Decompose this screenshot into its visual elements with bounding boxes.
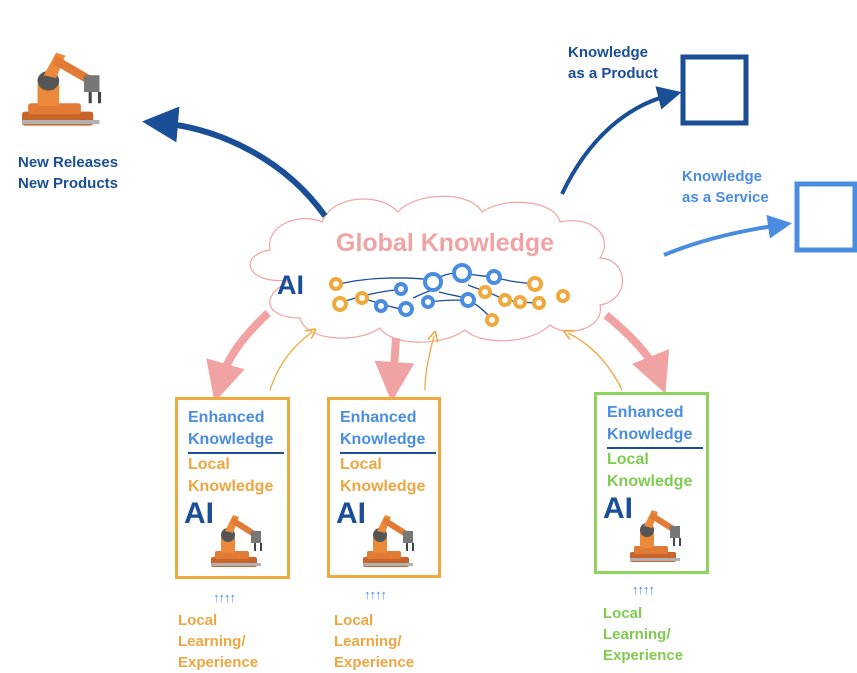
node-2-ai-label: AI	[336, 497, 366, 530]
product-label: Knowledge as a Product	[568, 42, 658, 84]
node-1-enhanced-line-1: Enhanced	[188, 409, 265, 426]
product-line-1: Knowledge	[568, 44, 649, 61]
node-1-caption: Local Learning/ Experience	[178, 610, 258, 673]
releases-line-1: New Releases	[18, 154, 119, 171]
arrow-to-releases	[142, 106, 328, 218]
node-1-ai-label: AI	[184, 497, 214, 530]
node-2-caption: Local Learning/ Experience	[334, 610, 414, 673]
node-3-local-line-2: Knowledge	[607, 473, 693, 490]
node-2-caption-line-1: Local	[334, 612, 374, 629]
service-label: Knowledge as a Service	[682, 166, 769, 208]
node-1-input-arrows: ↑↑↑↑	[213, 590, 236, 605]
product-line-2: as a Product	[568, 65, 659, 82]
arrow-to-product	[560, 86, 682, 195]
cloud-title: Global Knowledge	[336, 229, 555, 257]
node-1-enhanced: Enhanced Knowledge	[188, 407, 273, 451]
node-2-local-line-2: Knowledge	[340, 478, 426, 495]
service-square-icon	[794, 181, 857, 253]
arrow-up-node-1	[269, 332, 312, 391]
service-line-1: Knowledge	[682, 168, 763, 185]
node-box-3: Enhanced Knowledge Local Knowledge AI	[594, 392, 709, 574]
releases-line-2: New Products	[18, 175, 119, 192]
node-2-local-line-1: Local	[340, 456, 382, 473]
node-3-divider	[607, 447, 703, 449]
releases-label: New Releases New Products	[18, 152, 118, 194]
node-1-enhanced-line-2: Knowledge	[188, 431, 274, 448]
node-1-local: Local Knowledge	[188, 454, 273, 498]
node-3-enhanced-line-2: Knowledge	[607, 426, 693, 443]
node-1-caption-line-2: Learning/	[178, 633, 246, 650]
node-1-robot-arm-icon	[210, 514, 262, 568]
service-line-2: as a Service	[682, 189, 769, 206]
node-3-ai-label: AI	[603, 492, 633, 525]
node-2-caption-line-2: Learning/	[334, 633, 402, 650]
global-knowledge-cloud	[249, 195, 623, 343]
node-1-divider	[188, 452, 284, 454]
product-square-icon	[680, 54, 749, 126]
node-3-local-line-1: Local	[607, 451, 649, 468]
node-box-2: Enhanced Knowledge Local Knowledge AI	[327, 397, 441, 578]
node-1-local-line-2: Knowledge	[188, 478, 274, 495]
node-3-local: Local Knowledge	[607, 449, 692, 493]
arrow-up-node-3	[568, 333, 623, 391]
node-box-1: Enhanced Knowledge Local Knowledge AI	[175, 397, 290, 579]
network-nodes	[329, 263, 570, 327]
cloud-ai-label: AI	[277, 270, 304, 300]
node-2-enhanced: Enhanced Knowledge	[340, 407, 425, 451]
node-3-enhanced-line-1: Enhanced	[607, 404, 684, 421]
node-2-robot-arm-icon	[362, 514, 414, 568]
robot-arm-icon	[20, 51, 102, 128]
node-2-caption-line-3: Experience	[334, 654, 415, 671]
node-3-caption-line-3: Experience	[603, 647, 684, 664]
node-3-input-arrows: ↑↑↑↑	[632, 582, 655, 597]
node-3-robot-arm-icon	[629, 509, 681, 563]
arrow-to-service	[663, 214, 792, 257]
node-3-enhanced: Enhanced Knowledge	[607, 402, 692, 446]
arrow-down-node-3	[603, 311, 670, 394]
node-2-divider	[340, 452, 436, 454]
node-2-input-arrows: ↑↑↑↑	[364, 587, 387, 602]
node-1-caption-line-3: Experience	[178, 654, 259, 671]
node-3-caption-line-2: Learning/	[603, 626, 671, 643]
node-3-caption: Local Learning/ Experience	[603, 603, 683, 666]
arrow-down-node-2	[374, 337, 415, 402]
arrow-down-node-1	[206, 310, 271, 403]
node-3-caption-line-1: Local	[603, 605, 643, 622]
node-1-caption-line-1: Local	[178, 612, 218, 629]
node-2-local: Local Knowledge	[340, 454, 425, 498]
node-2-enhanced-line-2: Knowledge	[340, 431, 426, 448]
node-2-enhanced-line-1: Enhanced	[340, 409, 417, 426]
arrow-up-node-2	[424, 336, 434, 391]
node-1-local-line-1: Local	[188, 456, 230, 473]
